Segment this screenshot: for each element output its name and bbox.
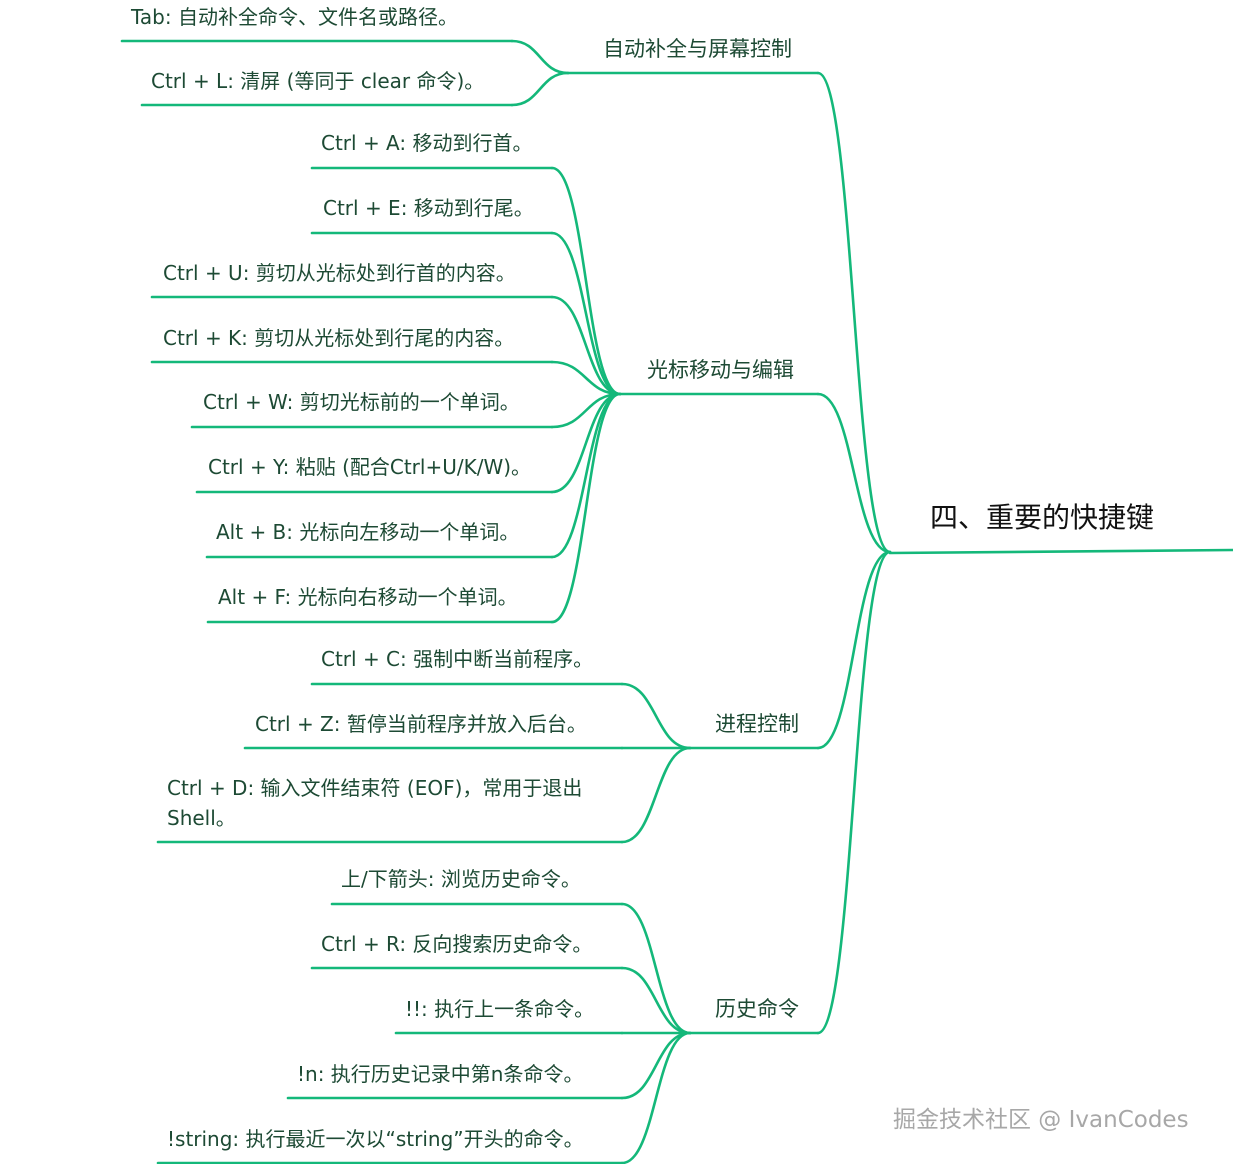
branch-to-leaf-connector-0-1 (510, 71, 570, 107)
branch-node-autocomplete[interactable]: 自动补全与屏幕控制 (603, 37, 792, 61)
leaf-node-ctrl-e[interactable]: Ctrl + E: 移动到行尾。 (323, 196, 534, 220)
leaf-node-bang-n[interactable]: !n: 执行历史记录中第n条命令。 (297, 1062, 584, 1086)
branch-to-leaf-connector-3-4 (620, 1031, 692, 1164)
root-to-branch-connector-1 (816, 392, 892, 554)
leaf-node-ctrl-w[interactable]: Ctrl + W: 剪切光标前的一个单词。 (203, 390, 520, 414)
leaf-node-ctrl-u[interactable]: Ctrl + U: 剪切从光标处到行首的内容。 (163, 261, 516, 285)
root-node[interactable]: 四、重要的快捷键 (930, 501, 1155, 534)
leaf-node-ctrl-l[interactable]: Ctrl + L: 清屏 (等同于 clear 命令)。 (151, 69, 485, 93)
root-underline (888, 548, 1233, 555)
branch-to-leaf-connector-1-2 (550, 295, 622, 396)
leaf-node-alt-f[interactable]: Alt + F: 光标向右移动一个单词。 (218, 585, 518, 609)
leaf-node-alt-b[interactable]: Alt + B: 光标向左移动一个单词。 (216, 520, 520, 544)
branch-to-leaf-connector-3-3 (620, 1031, 692, 1100)
branch-to-leaf-connector-3-1 (620, 966, 692, 1035)
leaf-node-ctrl-z[interactable]: Ctrl + Z: 暂停当前程序并放入后台。 (255, 712, 587, 736)
root-to-branch-connector-0 (816, 71, 892, 554)
branch-node-cursor-edit[interactable]: 光标移动与编辑 (647, 358, 794, 382)
branch-to-leaf-connector-2-2 (620, 746, 692, 844)
leaf-node-bang-string[interactable]: !string: 执行最近一次以“string”开头的命令。 (167, 1127, 584, 1151)
leaf-node-tab[interactable]: Tab: 自动补全命令、文件名或路径。 (131, 5, 458, 29)
branch-to-leaf-connector-1-4 (550, 392, 622, 429)
branch-node-history[interactable]: 历史命令 (715, 997, 799, 1021)
branch-node-process-control[interactable]: 进程控制 (715, 712, 799, 736)
branch-to-leaf-connector-2-0 (620, 682, 692, 750)
leaf-node-ctrl-r[interactable]: Ctrl + R: 反向搜索历史命令。 (321, 932, 593, 956)
root-to-branch-connector-3 (816, 550, 892, 1035)
branch-to-leaf-connector-1-1 (550, 231, 622, 396)
leaf-node-ctrl-k[interactable]: Ctrl + K: 剪切从光标处到行尾的内容。 (163, 326, 515, 350)
branch-to-leaf-connector-1-0 (550, 166, 622, 396)
leaf-node-ctrl-d[interactable]: Ctrl + D: 输入文件结束符 (EOF)，常用于退出Shell。 (167, 776, 583, 830)
branch-to-leaf-connector-1-7 (550, 392, 622, 624)
leaf-node-ctrl-c[interactable]: Ctrl + C: 强制中断当前程序。 (321, 647, 594, 671)
branch-to-leaf-connector-3-0 (620, 902, 692, 1035)
watermark: 掘金技术社区 @ IvanCodes (893, 1107, 1189, 1133)
leaf-node-arrow-keys[interactable]: 上/下箭头: 浏览历史命令。 (341, 867, 581, 891)
leaf-node-bang-bang[interactable]: !!: 执行上一条命令。 (405, 997, 595, 1021)
root-to-branch-connector-2 (816, 550, 892, 750)
branch-to-leaf-connector-1-5 (550, 392, 622, 494)
branch-to-leaf-connector-1-3 (550, 360, 622, 396)
leaf-node-ctrl-y[interactable]: Ctrl + Y: 粘贴 (配合Ctrl+U/K/W)。 (208, 455, 532, 479)
branch-to-leaf-connector-1-6 (550, 392, 622, 559)
leaf-node-ctrl-a[interactable]: Ctrl + A: 移动到行首。 (321, 131, 533, 155)
branch-to-leaf-connector-0-0 (510, 39, 570, 75)
